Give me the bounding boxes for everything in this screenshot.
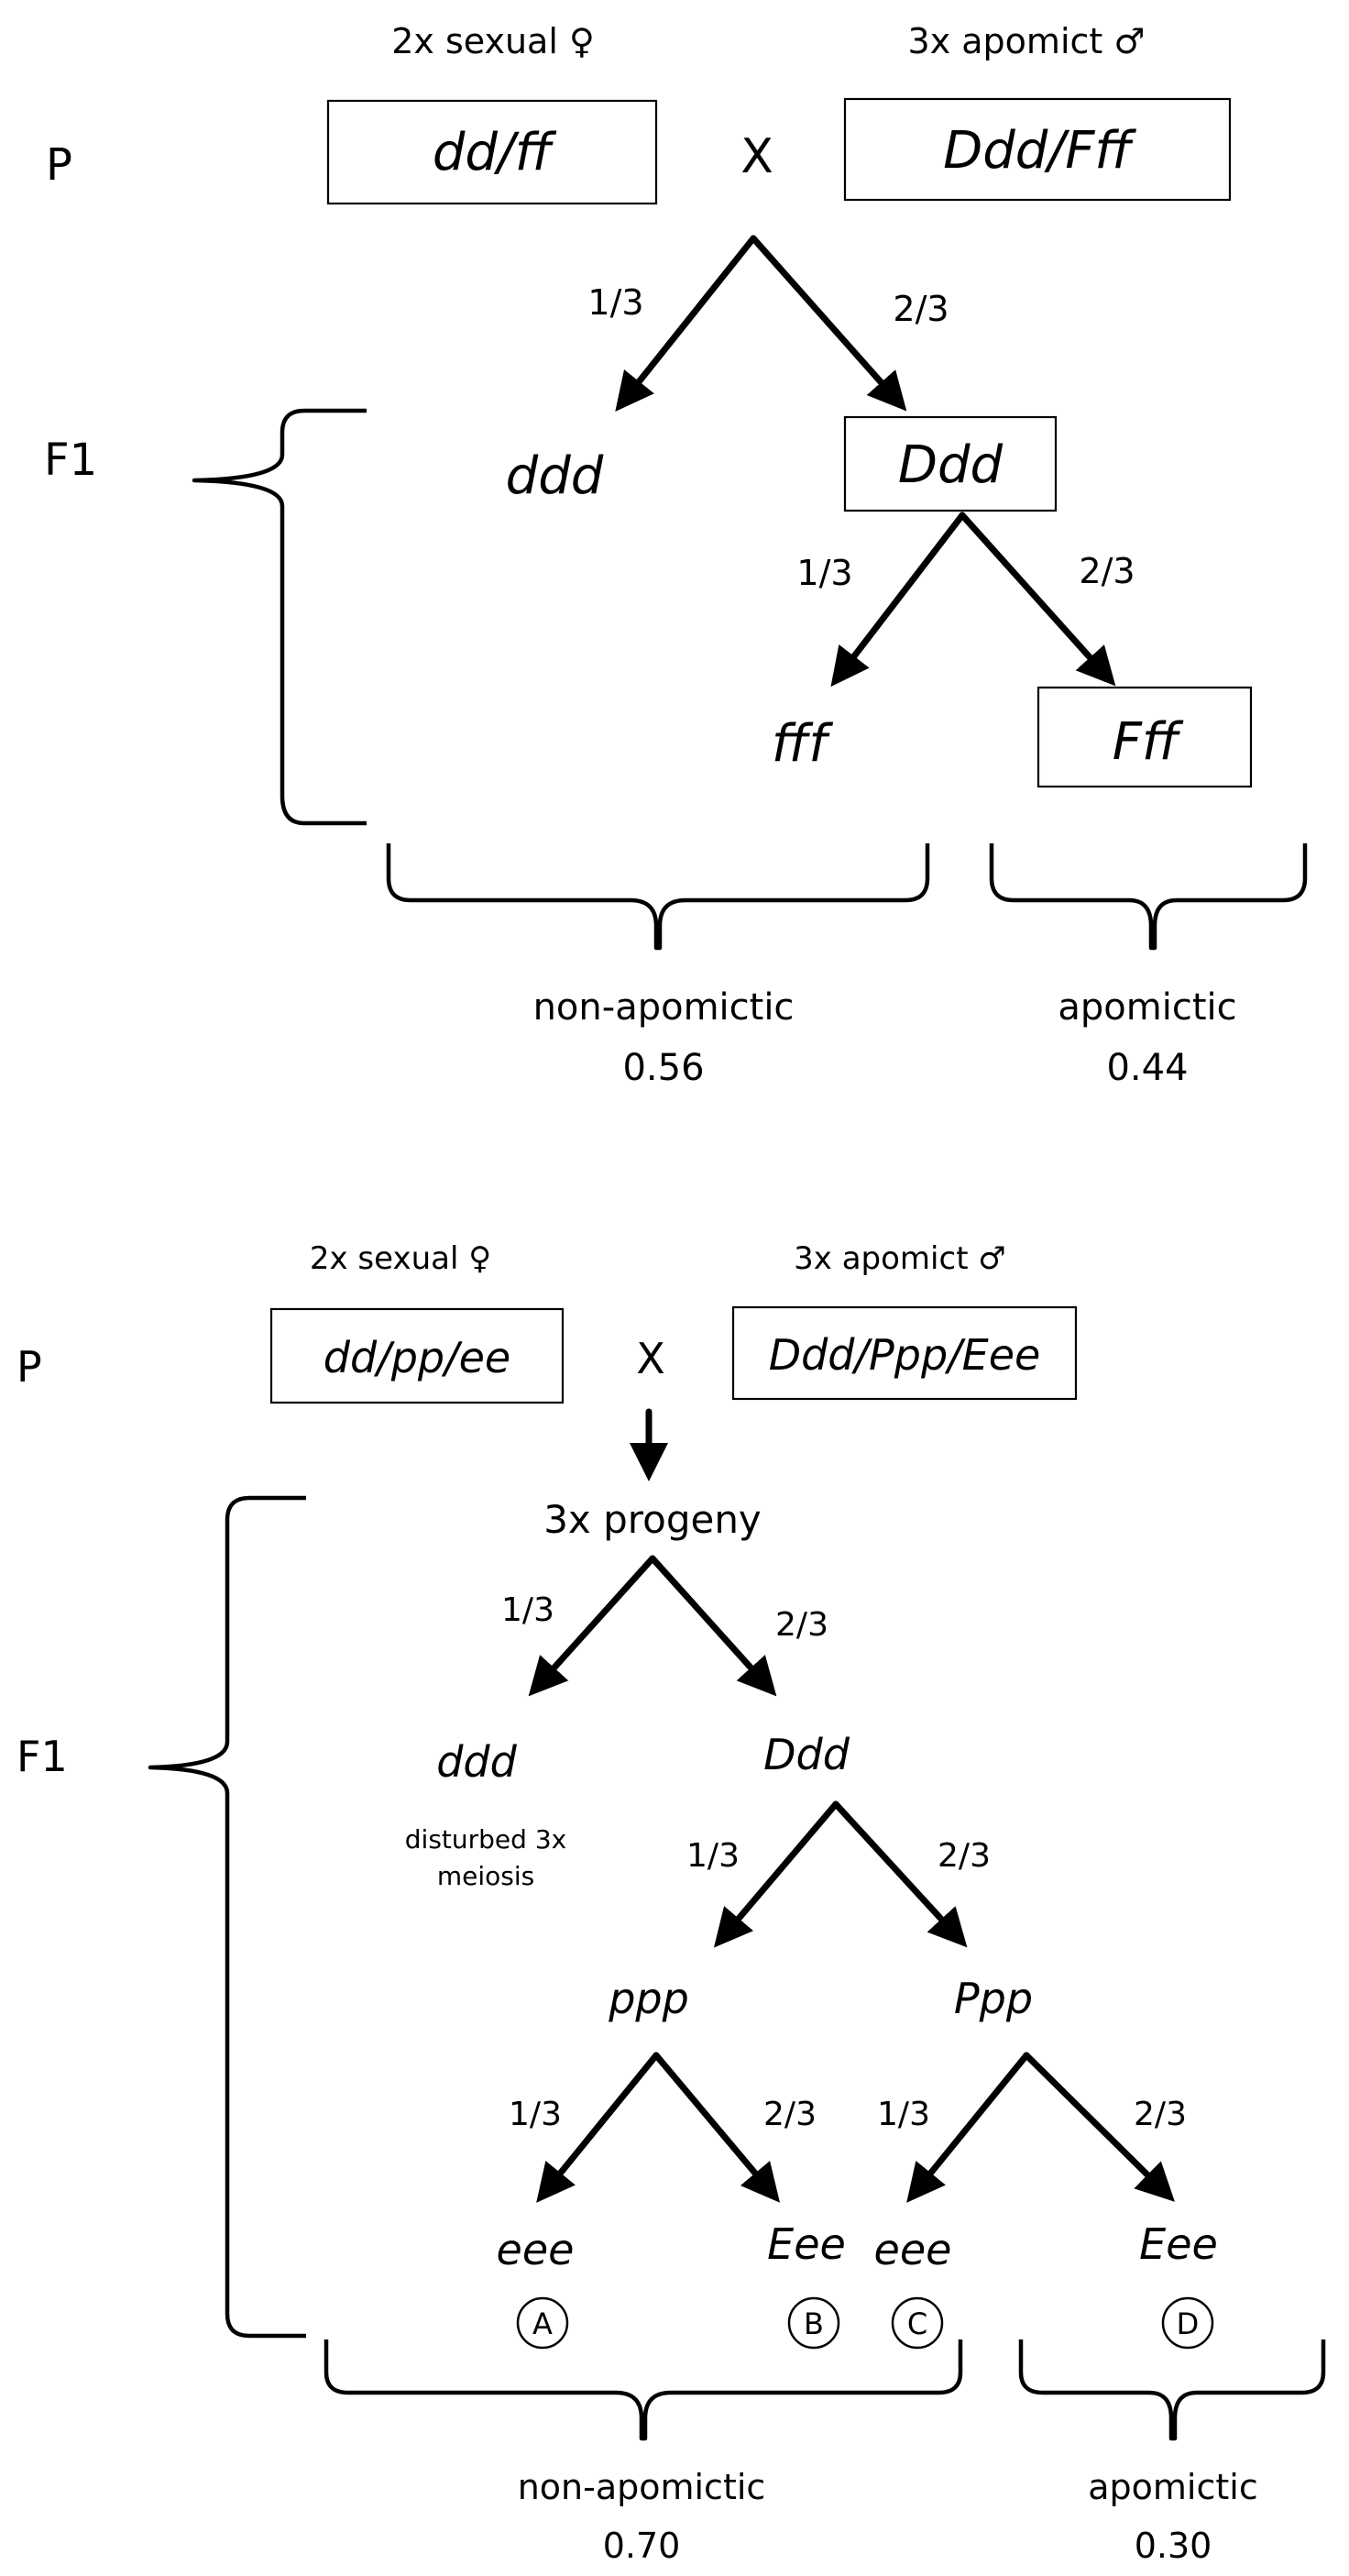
bottom-ppp-genotype: ppp bbox=[608, 1974, 689, 2023]
bottom-apomictic-brace bbox=[1018, 2339, 1326, 2441]
top-Fff-genotype: Fff bbox=[1113, 712, 1184, 772]
top-female-header: 2x sexual ♀ bbox=[391, 21, 595, 61]
bottom-fraction-2-3-d: 2/3 bbox=[1134, 2096, 1187, 2133]
top-Ddd-genotype: Ddd bbox=[898, 435, 1004, 495]
bottom-circle-b bbox=[787, 2296, 840, 2350]
bottom-diagram: 2x sexual ♀ 3x apomict ♂ P dd/pp/ee X Dd… bbox=[16, 1240, 1326, 2566]
bottom-circle-a-label: A bbox=[532, 2306, 553, 2341]
bottom-arrow-ppp-to-Eee bbox=[653, 2052, 781, 2203]
top-fraction-2-3-b: 2/3 bbox=[1079, 551, 1135, 591]
top-arrow-to-Fff bbox=[959, 512, 1116, 687]
top-apomictic-brace bbox=[989, 843, 1308, 951]
top-nonapomictic-value: 0.56 bbox=[622, 1047, 704, 1089]
bottom-circle-c-label: C bbox=[907, 2306, 927, 2341]
bottom-arrow-to-Ddd bbox=[649, 1555, 777, 1697]
bottom-meiosis-note-line2: meiosis bbox=[437, 1861, 534, 1891]
bottom-circle-b-label: B bbox=[804, 2306, 824, 2341]
bottom-fraction-1-3-a: 1/3 bbox=[501, 1591, 554, 1629]
bottom-circle-d bbox=[1161, 2296, 1214, 2350]
bottom-apomictic-label: apomictic bbox=[1088, 2467, 1257, 2507]
bottom-nonapomictic-value: 0.70 bbox=[603, 2526, 681, 2566]
bottom-female-genotype: dd/pp/ee bbox=[324, 1333, 510, 1382]
top-male-genotype: Ddd/Fff bbox=[943, 121, 1136, 181]
top-F1-label: F1 bbox=[44, 435, 97, 486]
bottom-arrow-to-Ppp bbox=[832, 1800, 968, 1948]
top-apomictic-label: apomictic bbox=[1058, 986, 1236, 1029]
top-nonapomictic-brace bbox=[386, 843, 930, 951]
bottom-meiosis-note-line1: disturbed 3x bbox=[405, 1824, 566, 1855]
bottom-male-box bbox=[731, 1305, 1078, 1401]
bottom-fraction-1-3-b: 1/3 bbox=[686, 1837, 740, 1875]
bottom-arrow-to-ppp bbox=[713, 1800, 839, 1948]
bottom-circle-d-label: D bbox=[1177, 2306, 1200, 2341]
bottom-fraction-2-3-b: 2/3 bbox=[938, 1837, 991, 1875]
bottom-fraction-1-3-d: 1/3 bbox=[877, 2096, 930, 2133]
top-fraction-2-3-a: 2/3 bbox=[893, 289, 949, 329]
bottom-fraction-1-3-c: 1/3 bbox=[509, 2096, 562, 2133]
bottom-nonapomictic-brace bbox=[324, 2339, 963, 2441]
bottom-Ppp-genotype: Ppp bbox=[954, 1974, 1033, 2023]
bottom-arrow-to-ddd bbox=[528, 1555, 656, 1697]
bottom-fraction-2-3-a: 2/3 bbox=[775, 1606, 828, 1644]
bottom-Eee-genotype-b: Eee bbox=[767, 2219, 846, 2269]
bottom-circle-a bbox=[516, 2296, 569, 2350]
top-nonapomictic-label: non-apomictic bbox=[533, 986, 795, 1029]
top-arrow-to-fff bbox=[830, 512, 966, 688]
bottom-arrow-ppp-to-eee bbox=[536, 2052, 660, 2203]
bottom-generation-p-label: P bbox=[16, 1342, 42, 1392]
top-fraction-1-3-b: 1/3 bbox=[796, 553, 852, 593]
top-female-genotype: dd/ff bbox=[433, 123, 557, 182]
bottom-fraction-2-3-c: 2/3 bbox=[763, 2096, 817, 2133]
bottom-circle-c bbox=[891, 2296, 944, 2350]
bottom-female-box bbox=[269, 1307, 565, 1404]
bottom-arrow-Ppp-to-Eee bbox=[1023, 2052, 1175, 2202]
top-male-header: 3x apomict ♂ bbox=[908, 21, 1146, 61]
top-male-box bbox=[843, 97, 1232, 202]
bottom-eee-genotype-c: eee bbox=[874, 2225, 952, 2274]
bottom-nonapomictic-label: non-apomictic bbox=[518, 2467, 766, 2507]
bottom-ddd-genotype: ddd bbox=[436, 1737, 517, 1787]
top-cross-symbol: X bbox=[740, 129, 773, 184]
top-fraction-1-3-a: 1/3 bbox=[587, 282, 643, 323]
top-generation-p-label: P bbox=[46, 139, 72, 191]
top-Fff-box bbox=[1036, 686, 1253, 788]
bottom-Ddd-genotype: Ddd bbox=[763, 1730, 850, 1779]
bottom-F1-label: F1 bbox=[16, 1732, 68, 1781]
bottom-apomictic-value: 0.30 bbox=[1135, 2526, 1212, 2566]
bottom-Eee-genotype-d: Eee bbox=[1139, 2219, 1218, 2269]
bottom-male-genotype: Ddd/Ppp/Eee bbox=[769, 1330, 1041, 1380]
bottom-cross-symbol: X bbox=[636, 1334, 665, 1383]
bottom-progeny-label: 3x progeny bbox=[543, 1497, 762, 1542]
top-arrow-to-ddd bbox=[615, 235, 757, 412]
top-apomictic-value: 0.44 bbox=[1106, 1047, 1188, 1089]
top-Ddd-box bbox=[843, 415, 1058, 512]
bottom-female-header: 2x sexual ♀ bbox=[310, 1240, 491, 1277]
top-ddd-genotype: ddd bbox=[506, 446, 604, 506]
bottom-arrow-Ppp-to-eee bbox=[906, 2052, 1030, 2203]
bottom-male-header: 3x apomict ♂ bbox=[794, 1240, 1006, 1277]
top-arrow-to-Ddd bbox=[750, 235, 907, 412]
top-F1-brace bbox=[192, 408, 367, 826]
bottom-eee-genotype-a: eee bbox=[497, 2225, 575, 2274]
top-diagram: 2x sexual ♀ 3x apomict ♂ P dd/ff X Ddd/F… bbox=[44, 21, 1308, 1089]
bottom-F1-brace bbox=[148, 1495, 306, 2339]
top-female-box bbox=[326, 99, 658, 205]
top-fff-genotype: fff bbox=[772, 714, 833, 774]
